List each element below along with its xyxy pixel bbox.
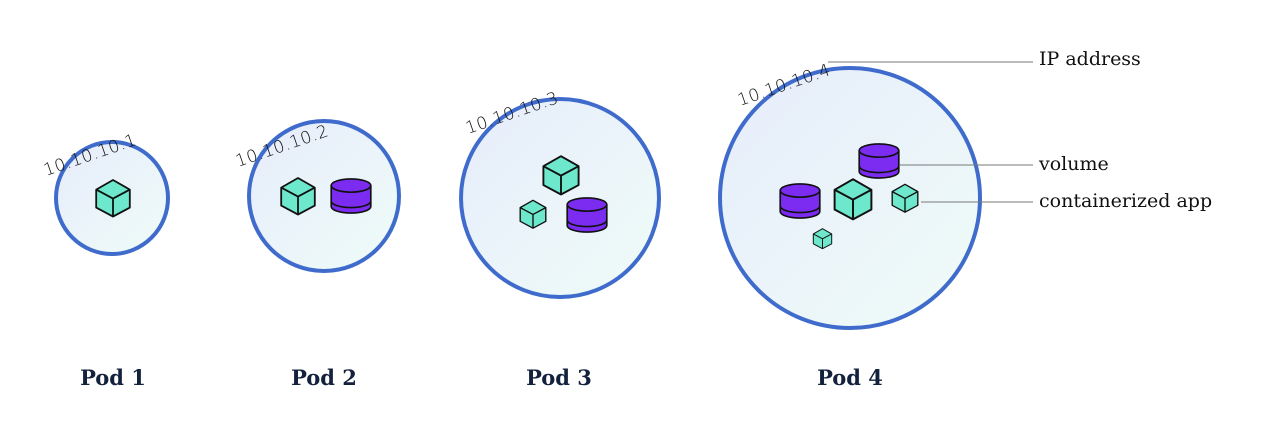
- pod-4: 10.10.10.4 Pod 4: [718, 60, 982, 390]
- cylinder-icon: [779, 183, 821, 219]
- cylinder-icon: [330, 178, 372, 214]
- pod-2-circle: [247, 119, 401, 273]
- legend-volume: volume: [1038, 153, 1109, 175]
- pod-3-label: Pod 3: [526, 365, 592, 390]
- legend-ip-address: IP address: [1039, 48, 1141, 70]
- pod-1-label: Pod 1: [80, 365, 146, 390]
- pod-4-label: Pod 4: [817, 365, 883, 390]
- cylinder-icon: [566, 197, 608, 233]
- pod-3-circle: [459, 97, 661, 299]
- legend: IP address volume containerized app: [828, 48, 1212, 212]
- cylinder-icon: [858, 143, 900, 179]
- pod-2: 10.10.10.2 Pod 2: [233, 119, 401, 390]
- legend-containerized-app: containerized app: [1039, 190, 1212, 212]
- pod-3: 10.10.10.3 Pod 3: [459, 88, 661, 390]
- pod-1: 10.10.10.1 Pod 1: [41, 130, 170, 390]
- pod-2-label: Pod 2: [291, 365, 357, 390]
